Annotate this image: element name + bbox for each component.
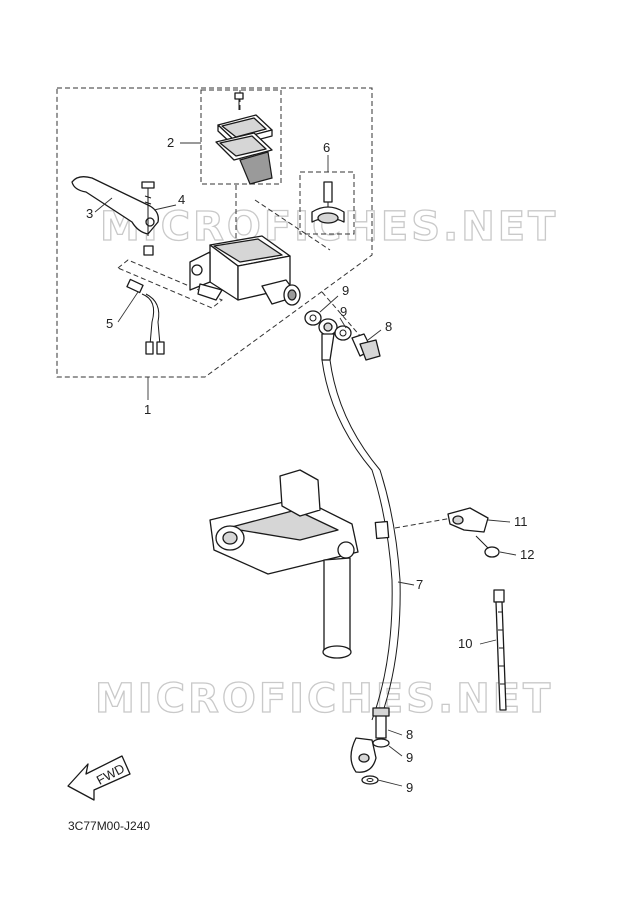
- upper-washer: [304, 310, 322, 326]
- callout-10: 10: [458, 636, 472, 651]
- callout-4: 4: [178, 192, 185, 207]
- callout-1: 1: [144, 402, 151, 417]
- lower-banjo-fitting: [350, 737, 377, 773]
- master-cylinder-body: [189, 235, 301, 306]
- upper-banjo-fitting: [318, 318, 338, 361]
- lever-bolt: [141, 181, 155, 256]
- holder-bracket: [311, 181, 345, 224]
- callout-3: 3: [86, 206, 93, 221]
- reservoir-cap: [215, 114, 273, 185]
- callout-9-upper: 9: [342, 283, 349, 298]
- diagram-code: 3C77M00-J240: [68, 819, 150, 833]
- leader-lines: [94, 142, 517, 787]
- callout-9-lower: 9: [406, 750, 413, 765]
- lower-washer: [372, 738, 390, 748]
- callout-11: 11: [514, 514, 528, 529]
- callout-8-lower: 8: [406, 727, 413, 742]
- cap-screw: [234, 92, 244, 110]
- callout-9-upper-2: 9: [340, 304, 347, 319]
- hose-clamp: [447, 507, 489, 533]
- steering-bracket: [209, 469, 359, 659]
- upper-union-bolt: [351, 333, 381, 361]
- brake-switch: [126, 278, 165, 355]
- callout-7: 7: [416, 577, 423, 592]
- watermark-bottom: MICROFICHES.NET: [95, 676, 553, 722]
- holder-group-box: [299, 171, 355, 235]
- fwd-label: FWD: [94, 761, 127, 788]
- callout-6: 6: [323, 140, 330, 155]
- callout-8-upper: 8: [385, 319, 392, 334]
- clamp-bolt: [475, 535, 500, 558]
- cable-tie: [493, 589, 507, 711]
- callout-5: 5: [106, 316, 113, 331]
- brake-hose: [321, 359, 401, 721]
- fwd-arrow: FWD: [67, 755, 131, 801]
- lower-union-bolt: [372, 707, 390, 739]
- switch-group-box: [117, 259, 223, 309]
- callout-9-lower-2: 9: [406, 780, 413, 795]
- callout-2: 2: [167, 135, 174, 150]
- assembly-1-boundary: [56, 87, 373, 378]
- lower-washer-2: [361, 775, 379, 785]
- cap-group-box: [200, 89, 282, 185]
- upper-washer-2: [334, 325, 352, 341]
- callout-12: 12: [520, 547, 534, 562]
